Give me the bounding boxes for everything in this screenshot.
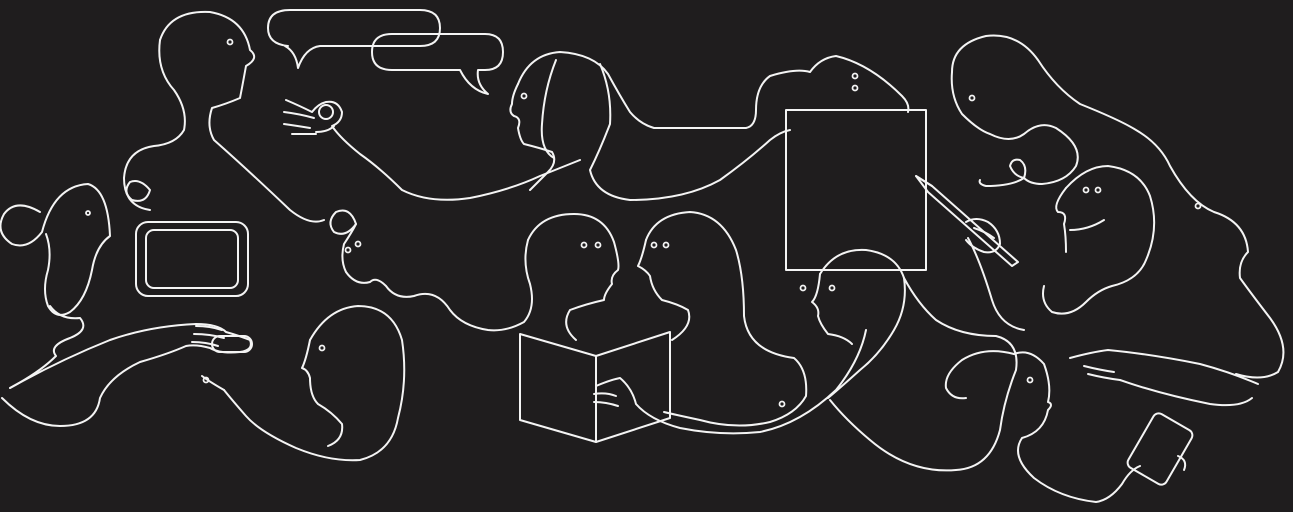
open-book-icon	[519, 331, 671, 443]
reading-person-left-figure	[329, 209, 620, 341]
bottom-right-person-figure	[944, 350, 1141, 503]
phone-icon	[1126, 412, 1194, 486]
left-hand-figure	[1, 323, 253, 427]
reading-person-right-figure	[637, 211, 808, 427]
speech-bubble-icon	[267, 9, 504, 95]
bottom-left-man-figure	[201, 305, 406, 462]
drawing-board-icon	[785, 109, 927, 271]
man-behind-board-figure	[799, 248, 1018, 472]
top-left-person-figure	[123, 10, 325, 223]
tablet-icon	[135, 221, 249, 297]
drawing-hand-figure	[965, 218, 1025, 331]
pencil-icon	[915, 175, 1019, 267]
top-right-woman-figure	[950, 34, 1285, 379]
snapping-hand-figure	[283, 99, 581, 201]
right-smiling-man-figure	[1042, 165, 1156, 315]
right-reaching-hand-figure	[1069, 349, 1259, 407]
left-person-figure	[0, 183, 111, 389]
book-holding-hand-figure	[593, 329, 867, 435]
center-top-woman-figure	[509, 51, 910, 201]
